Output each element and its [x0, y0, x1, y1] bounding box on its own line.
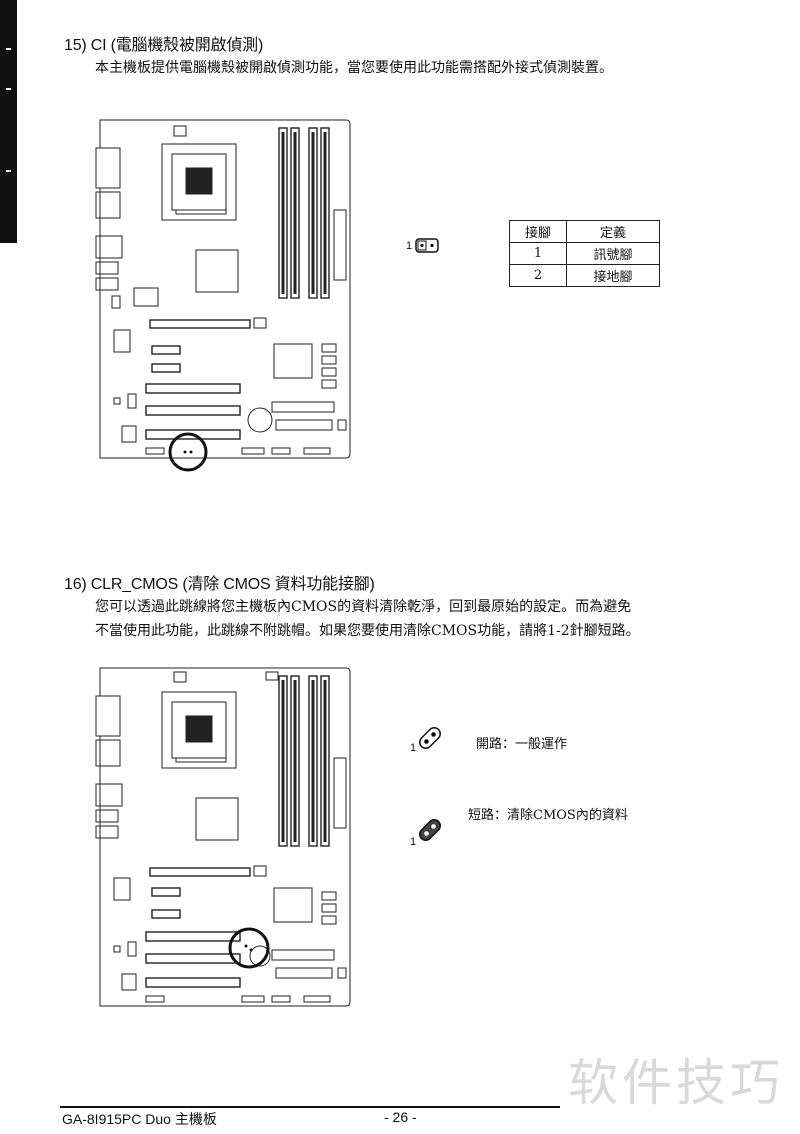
- section-16-description-line-2: 不當使用此功能，此跳線不附跳帽。如果您要使用清除CMOS功能，請將1-2針腳短路…: [95, 623, 640, 639]
- header-definition: 定義: [566, 220, 660, 243]
- header-pin: 接腳: [509, 220, 567, 243]
- ci-connector-icon: [415, 238, 439, 253]
- short-pin1-marker: 1: [410, 836, 417, 848]
- table-row: 1 訊號腳: [509, 242, 660, 265]
- pin-number: 2: [509, 264, 567, 287]
- table-header-row: 接腳 定義: [509, 220, 660, 243]
- motherboard-diagram-clr-cmos: [95, 667, 351, 1007]
- pin-number: 1: [509, 242, 567, 265]
- section-16-heading: 16) CLR_CMOS (清除 CMOS 資料功能接腳): [64, 576, 375, 593]
- jumper-short-label: 短路：清除CMOS內的資料: [468, 808, 628, 823]
- footer-model: GA-8I915PC Duo 主機板: [62, 1111, 217, 1127]
- watermark-text: 软件技巧: [568, 1054, 784, 1112]
- section-15-heading: 15) CI (電腦機殼被開啟偵測): [64, 37, 264, 54]
- footer-divider: [60, 1106, 560, 1108]
- pin-definition: 訊號腳: [566, 242, 660, 265]
- jumper-open-icon: [419, 727, 441, 749]
- page-number: - 26 -: [384, 1109, 417, 1125]
- jumper-short-icon: [419, 819, 441, 841]
- open-pin1-marker: 1: [410, 742, 417, 754]
- chapter-side-tab: [0, 0, 17, 243]
- ci-pin1-marker: 1: [406, 240, 413, 252]
- section-15-description: 本主機板提供電腦機殼被開啟偵測功能，當您要使用此功能需搭配外接式偵測裝置。: [95, 60, 613, 76]
- pin-definition: 接地腳: [566, 264, 660, 287]
- section-16-description-line-1: 您可以透過此跳線將您主機板內CMOS的資料清除乾淨，回到最原始的設定。而為避免: [95, 599, 632, 615]
- ci-pin-definition-table: 接腳 定義 1 訊號腳 2 接地腳: [509, 220, 660, 287]
- motherboard-diagram-ci: [95, 119, 351, 472]
- jumper-open-label: 開路：一般運作: [476, 737, 568, 752]
- table-row: 2 接地腳: [509, 264, 660, 287]
